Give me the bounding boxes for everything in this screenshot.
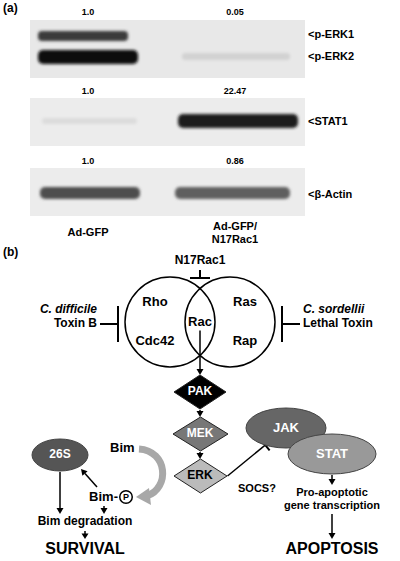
- panel-letter: (b): [3, 246, 18, 260]
- kinase-name: PAK: [188, 385, 212, 399]
- arrowhead: [81, 469, 88, 476]
- diamond-shape: [174, 375, 226, 409]
- blot-band: [42, 118, 137, 124]
- signal-connector: [228, 440, 270, 476]
- circle-outline: [185, 277, 275, 367]
- outcome-label: SURVIVAL: [45, 540, 124, 558]
- signal-ellipse: STAT: [288, 434, 376, 474]
- protein-name: Bim-: [89, 490, 118, 505]
- arrow-line: [331, 514, 333, 534]
- blot-band: [175, 187, 290, 199]
- band-ratio: 0.05: [226, 7, 244, 17]
- blot-band: [178, 114, 298, 128]
- inhibition-line: [199, 270, 201, 278]
- kinase-name: ERK: [187, 469, 212, 483]
- band-label: <β-Actin: [308, 188, 352, 201]
- ellipse-shape: [288, 434, 376, 474]
- protein-name: Ras: [233, 295, 257, 310]
- circle-outline: [125, 277, 215, 367]
- venn-circle-outline: [184, 276, 276, 368]
- panel-letter: (a): [3, 2, 18, 16]
- band-ratio: 1.0: [82, 7, 95, 17]
- signal-connector: [197, 452, 204, 459]
- inhibition-bar: [190, 277, 210, 279]
- arrowhead: [57, 508, 64, 514]
- blot-band: [40, 187, 140, 199]
- outcome-label: APOPTOSIS: [285, 540, 378, 558]
- band-label: <p-ERK1: [308, 28, 354, 41]
- phosphate-circle: P: [119, 490, 133, 504]
- edge-label: SOCS?: [236, 482, 278, 495]
- inhibition-line: [282, 323, 300, 325]
- arrow-line: [331, 475, 333, 480]
- toxin-name: Lethal Toxin: [303, 317, 373, 331]
- protein-name: Bim: [110, 441, 135, 456]
- arrowhead: [82, 534, 89, 540]
- inhibitor-name: N17Rac1: [175, 254, 226, 268]
- diamond-shape: [174, 459, 227, 493]
- connector-line: [199, 410, 201, 411]
- inhibition-bar: [281, 306, 283, 342]
- arrowhead: [101, 508, 108, 514]
- phosphorylation-arrowhead: [136, 488, 151, 505]
- process-note: Bim degradation: [38, 515, 133, 529]
- band-ratio: 22.47: [224, 86, 247, 96]
- arrowhead: [197, 369, 204, 375]
- protein-name: Rho: [142, 295, 167, 310]
- lane-label: Ad-GFP/ N17Rac1: [205, 220, 265, 246]
- blot-membrane: [30, 168, 305, 216]
- arrow-line: [85, 474, 97, 488]
- blot-band: [38, 31, 128, 41]
- arrowhead: [197, 411, 204, 417]
- ellipse-shape: [32, 439, 88, 471]
- connector-line: [199, 331, 201, 370]
- band-label: <p-ERK2: [308, 50, 354, 63]
- arrowhead: [329, 479, 336, 485]
- phosphorylation-arrow: [139, 449, 163, 496]
- toxin-species: C. difficile: [40, 303, 97, 317]
- toxin-name: Toxin B: [54, 317, 97, 331]
- diamond-shape: [173, 417, 228, 451]
- venn-overlap: Rac: [188, 315, 212, 330]
- kinase-name: MEK: [187, 427, 214, 441]
- arrowhead: [197, 453, 204, 459]
- kinase-diamond: ERK: [174, 459, 227, 493]
- process-note: Pro-apoptotic gene transcription: [283, 486, 381, 512]
- kinase-diamond: MEK: [173, 417, 228, 451]
- venn-circle: RasRap: [184, 276, 276, 368]
- lane-label: Ad-GFP: [68, 226, 109, 239]
- protein-name: STAT: [316, 447, 348, 462]
- arrow-line: [59, 472, 61, 509]
- band-ratio: 0.86: [226, 156, 244, 166]
- dot-shape: [120, 491, 133, 504]
- blot-membrane: [30, 20, 305, 78]
- inhibition-line: [100, 323, 118, 325]
- band-ratio: 1.0: [82, 86, 95, 96]
- band-label: <STAT1: [308, 115, 348, 128]
- proteasome-ellipse: 26S: [32, 439, 88, 471]
- phosphate-mark: P: [123, 493, 129, 502]
- protein-name: JAK: [273, 421, 299, 436]
- signal-connector: [197, 410, 204, 417]
- protein-name: Cdc42: [135, 334, 174, 349]
- blot-membrane: [30, 98, 305, 146]
- arrowhead: [329, 533, 336, 539]
- inhibition-bar: [117, 306, 119, 342]
- connector-line: [228, 445, 266, 476]
- protein-name: Rac: [188, 315, 212, 330]
- protein-name: Rap: [233, 334, 258, 349]
- blot-band: [38, 50, 138, 64]
- blot-band: [182, 53, 290, 60]
- kinase-diamond: PAK: [174, 375, 226, 409]
- connector-line: [199, 452, 201, 453]
- toxin-species: C. sordellii: [303, 303, 364, 317]
- band-ratio: 1.0: [82, 156, 95, 166]
- proteasome-name: 26S: [49, 448, 70, 462]
